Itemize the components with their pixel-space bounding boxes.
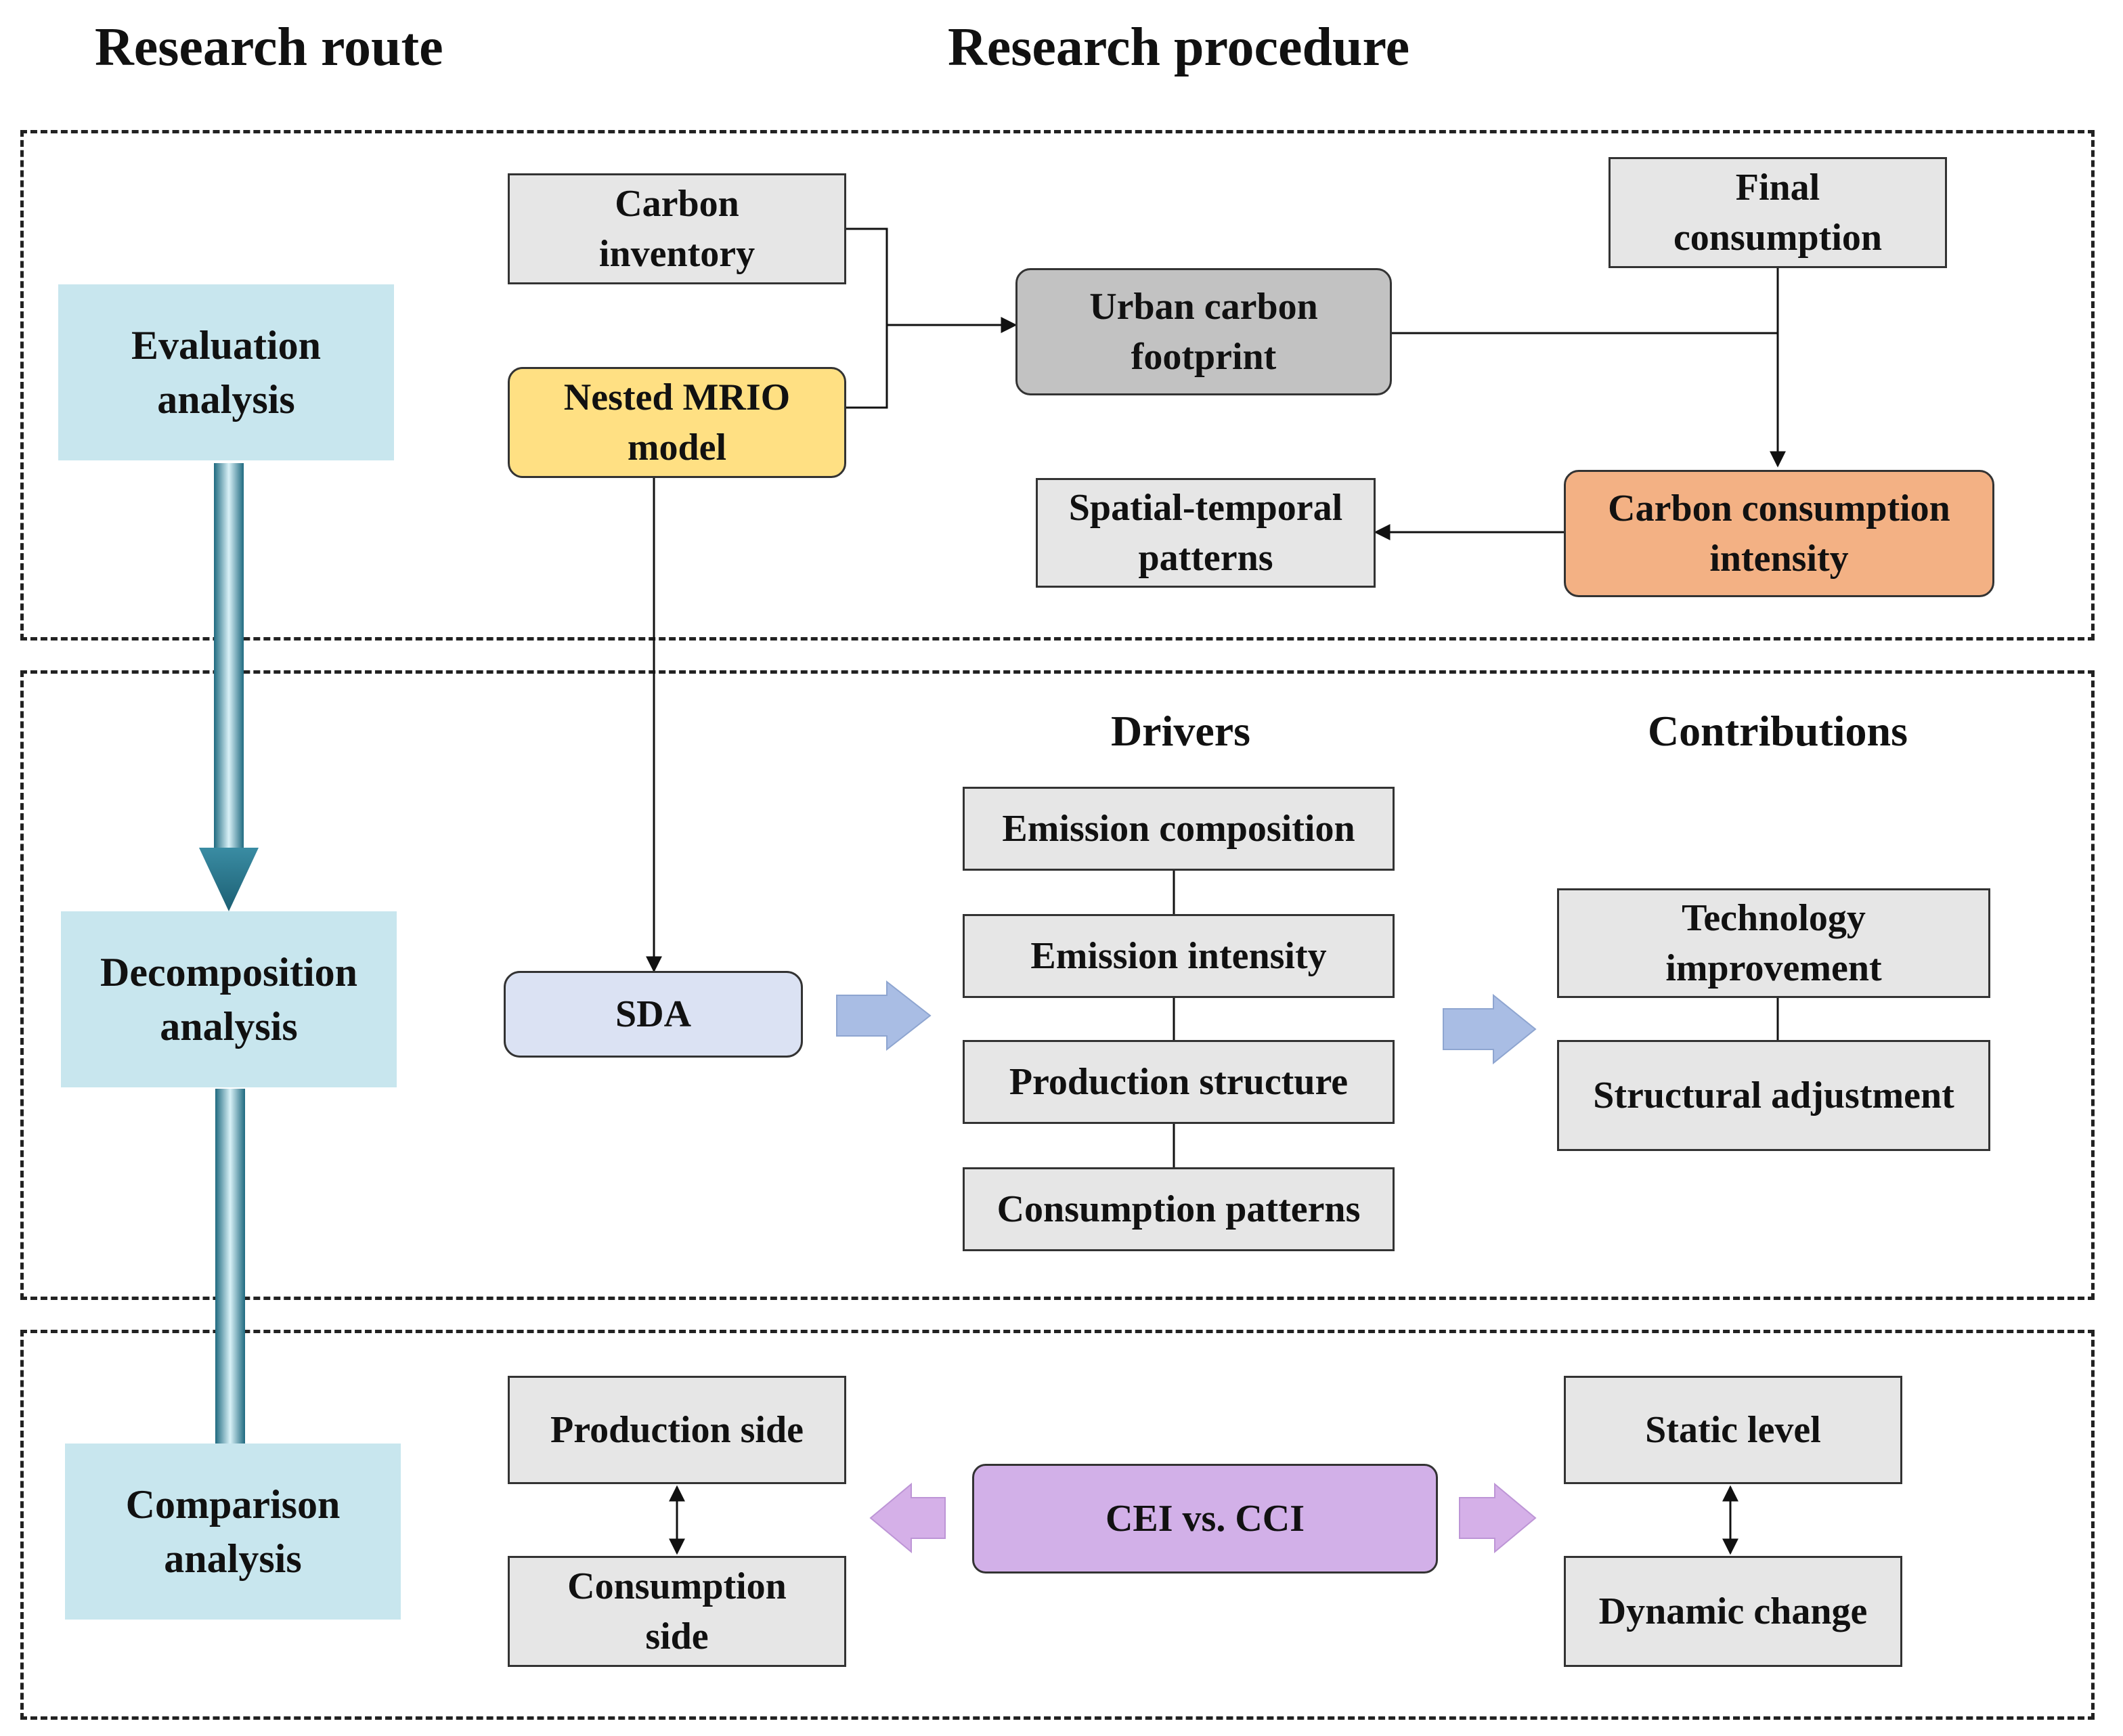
nested-mrio-model-box: Nested MRIO model — [508, 367, 846, 478]
header-research-procedure: Research procedure — [948, 18, 1410, 77]
sda-box: SDA — [504, 971, 803, 1058]
cei-vs-cci-box: CEI vs. CCI — [972, 1464, 1438, 1574]
urban-carbon-footprint-box: Urban carbon footprint — [1015, 268, 1392, 395]
driver-emission-composition: Emission composition — [963, 787, 1395, 871]
cmp-left-arrow — [869, 1482, 946, 1554]
header-research-route: Research route — [95, 18, 443, 77]
final-consumption-box: Final consumption — [1608, 157, 1947, 268]
route-comparison-analysis: Comparison analysis — [65, 1444, 401, 1620]
static-level-box: Static level — [1564, 1376, 1902, 1484]
consumption-side-box: Consumption side — [508, 1556, 846, 1667]
dynamic-change-box: Dynamic change — [1564, 1556, 1902, 1667]
route-evaluation-analysis: Evaluation analysis — [58, 284, 394, 460]
spatial-temporal-patterns-box: Spatial-temporal patterns — [1036, 478, 1376, 588]
drivers-to-contributions-arrow — [1443, 993, 1537, 1065]
cmp-right-arrow — [1459, 1482, 1537, 1554]
contribution-structural-adjustment: Structural adjustment — [1557, 1040, 1990, 1151]
section-comparison — [20, 1330, 2095, 1720]
section-decomposition — [20, 670, 2095, 1300]
route-arrow-1 — [199, 463, 259, 911]
driver-production-structure: Production structure — [963, 1040, 1395, 1124]
section-evaluation — [20, 130, 2095, 641]
drivers-title: Drivers — [1110, 707, 1251, 755]
carbon-inventory-box: Carbon inventory — [508, 173, 846, 284]
contribution-technology-improvement: Technology improvement — [1557, 888, 1990, 998]
production-side-box: Production side — [508, 1376, 846, 1484]
route-decomposition-analysis: Decomposition analysis — [61, 911, 397, 1087]
contributions-title: Contributions — [1647, 707, 1908, 755]
driver-emission-intensity: Emission intensity — [963, 914, 1395, 998]
sda-to-drivers-arrow — [836, 980, 932, 1051]
carbon-consumption-intensity-box: Carbon consumption intensity — [1564, 470, 1994, 597]
driver-consumption-patterns: Consumption patterns — [963, 1167, 1395, 1251]
